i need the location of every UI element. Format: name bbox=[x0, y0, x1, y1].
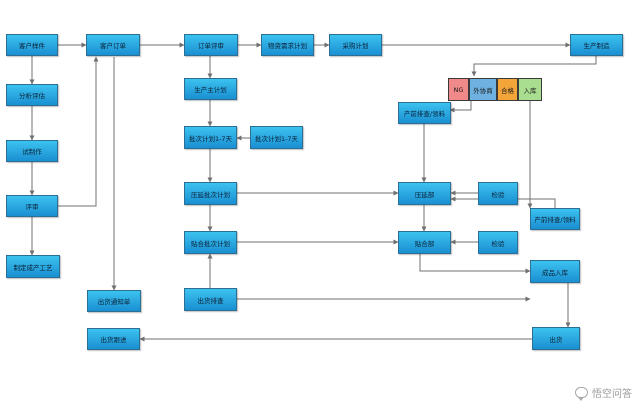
node-shipping: 出货 bbox=[532, 327, 580, 350]
node-production-mfg: 生产制造 bbox=[570, 34, 623, 56]
node-prod-schedule-material-1: 产前排查/领料 bbox=[398, 102, 451, 124]
node-glue-batch-plan: 贴合批次计划 bbox=[184, 231, 237, 254]
tag-qualified: 合格 bbox=[497, 78, 518, 101]
speech-bubble-icon bbox=[575, 387, 588, 401]
node-finished-storage: 成品入库 bbox=[530, 260, 580, 283]
watermark-text: 悟空问答 bbox=[592, 389, 632, 400]
tag-storage: 入库 bbox=[518, 78, 542, 101]
edge-outsource-to-schedmat1 bbox=[449, 101, 472, 113]
node-production-master-plan: 生产主计划 bbox=[184, 78, 237, 100]
node-inspection-2: 检验 bbox=[478, 231, 518, 254]
watermark: 悟空问答 bbox=[575, 385, 632, 401]
edge-glue-to-storage bbox=[419, 254, 531, 274]
tag-outsourcing: 外协商 bbox=[469, 78, 497, 101]
node-trial-production: 试制作 bbox=[6, 140, 58, 162]
node-shipping-trace: 出货跟进 bbox=[87, 328, 140, 350]
node-batch-plan-right: 批次计划1-7天 bbox=[250, 126, 303, 149]
node-customer-order: 客户订单 bbox=[86, 34, 140, 56]
node-order-review: 订单评审 bbox=[184, 34, 238, 56]
node-press-batch-plan: 压延批次计划 bbox=[184, 182, 237, 205]
node-prod-schedule-material-2: 产前排查/领料 bbox=[530, 208, 580, 230]
node-customer-sample: 客户样件 bbox=[6, 34, 58, 56]
node-shipping-notice: 出货通知单 bbox=[87, 290, 141, 312]
node-press-dept: 压延部 bbox=[398, 182, 451, 205]
tag-ng: NG bbox=[448, 78, 469, 101]
node-review: 评审 bbox=[6, 195, 58, 217]
node-analysis-eval: 分析评估 bbox=[6, 84, 58, 106]
node-material-plan: 物资需求计划 bbox=[261, 34, 314, 56]
node-glue-dept: 贴合部 bbox=[398, 231, 451, 254]
node-purchase-plan: 采购计划 bbox=[329, 34, 382, 56]
node-inspection-1: 检验 bbox=[478, 182, 518, 205]
node-process-standard: 制定成产工艺 bbox=[6, 255, 60, 278]
node-batch-plan-left: 批次计划1-7天 bbox=[184, 126, 237, 149]
node-shipping-schedule: 出货排查 bbox=[184, 288, 237, 311]
edge-review-to-order bbox=[58, 56, 99, 207]
edge-mfg-to-tags bbox=[471, 56, 597, 77]
